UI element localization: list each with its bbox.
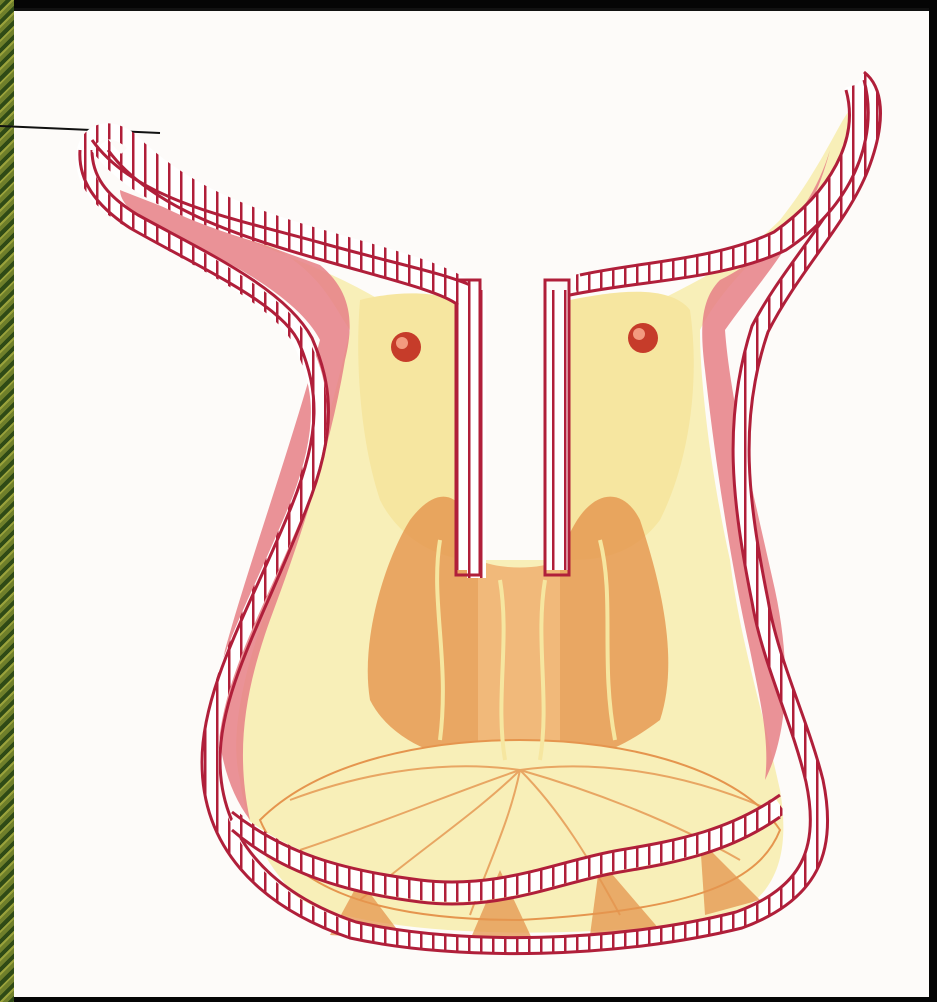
central-tube: [456, 280, 569, 575]
leader-line: [0, 126, 160, 133]
right-arm: [570, 80, 868, 295]
